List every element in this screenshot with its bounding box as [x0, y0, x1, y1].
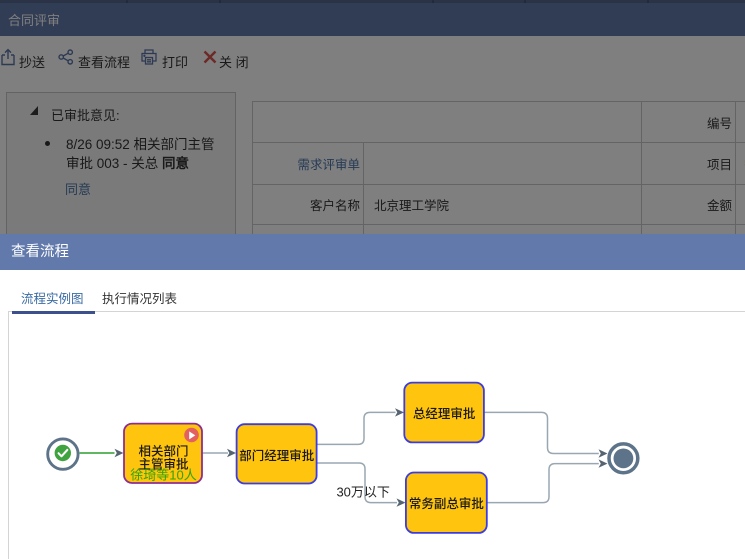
svg-text:徐琦等10人: 徐琦等10人: [130, 468, 196, 483]
svg-text:总经理审批: 总经理审批: [413, 403, 476, 422]
svg-text:部门经理审批: 部门经理审批: [239, 445, 315, 464]
svg-text:相关部门: 相关部门: [138, 440, 188, 459]
svg-text:主管审批: 主管审批: [138, 454, 189, 473]
svg-text:常务副总审批: 常务副总审批: [409, 493, 485, 512]
svg-text:30万以下: 30万以下: [336, 485, 389, 500]
